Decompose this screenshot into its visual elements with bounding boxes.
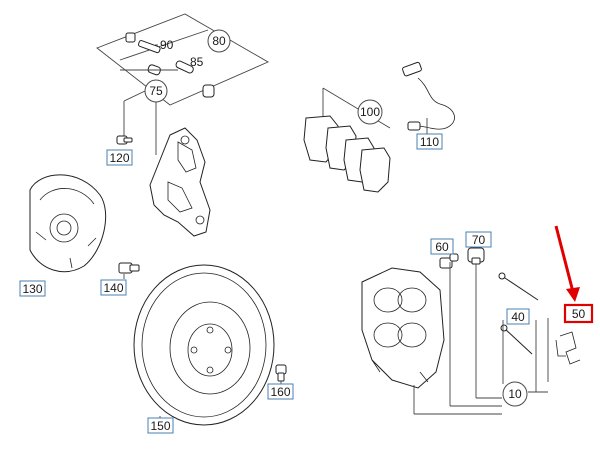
svg-text:50: 50 (572, 307, 586, 321)
label-60[interactable]: 60 (430, 238, 454, 255)
label-150[interactable]: 150 (147, 417, 174, 434)
brake-caliper (361, 267, 445, 389)
label-90[interactable]: 90 (160, 38, 174, 52)
bleeder-valve-60 (439, 253, 459, 269)
svg-text:40: 40 (511, 310, 525, 324)
svg-text:150: 150 (150, 419, 170, 433)
dust-shield (29, 174, 107, 273)
highlight-arrow (554, 225, 580, 302)
svg-text:70: 70 (472, 233, 486, 247)
spring-clip-50 (555, 331, 581, 365)
svg-text:75: 75 (149, 84, 163, 98)
label-70[interactable]: 70 (465, 231, 492, 248)
svg-text:140: 140 (103, 281, 123, 295)
bolt-140 (118, 262, 140, 274)
label-80[interactable]: 80 (207, 29, 231, 53)
bolt-kit-group (96, 13, 269, 106)
cap-70 (467, 247, 485, 265)
bolt-120 (116, 135, 133, 145)
svg-text:100: 100 (360, 105, 380, 119)
label-75[interactable]: 75 (144, 79, 168, 103)
svg-text:80: 80 (212, 34, 226, 48)
svg-text:60: 60 (435, 240, 449, 254)
label-140[interactable]: 140 (100, 279, 127, 296)
pin-85 (175, 60, 215, 98)
label-160[interactable]: 160 (267, 383, 294, 400)
svg-text:120: 120 (109, 151, 129, 165)
bolt-160 (275, 364, 287, 382)
label-100[interactable]: 100 (357, 99, 383, 125)
brake-disc (133, 264, 275, 426)
label-110[interactable]: 110 (416, 133, 443, 150)
label-130[interactable]: 130 (19, 280, 46, 297)
label-120[interactable]: 120 (106, 149, 133, 166)
svg-text:130: 130 (22, 282, 42, 296)
assembly-bracket-10 (413, 262, 549, 415)
brake-pads (303, 87, 391, 193)
svg-text:10: 10 (508, 387, 522, 401)
wear-sensor (402, 61, 455, 131)
label-10[interactable]: 10 (502, 381, 528, 407)
bolt-90 (125, 32, 161, 54)
label-50-highlighted[interactable]: 50 (563, 303, 594, 324)
guide-pins-40 (498, 272, 539, 355)
svg-text:110: 110 (420, 135, 439, 149)
label-40[interactable]: 40 (506, 308, 530, 325)
caliper-bracket (149, 127, 211, 237)
svg-text:160: 160 (270, 385, 290, 399)
label-85[interactable]: 85 (190, 55, 204, 69)
